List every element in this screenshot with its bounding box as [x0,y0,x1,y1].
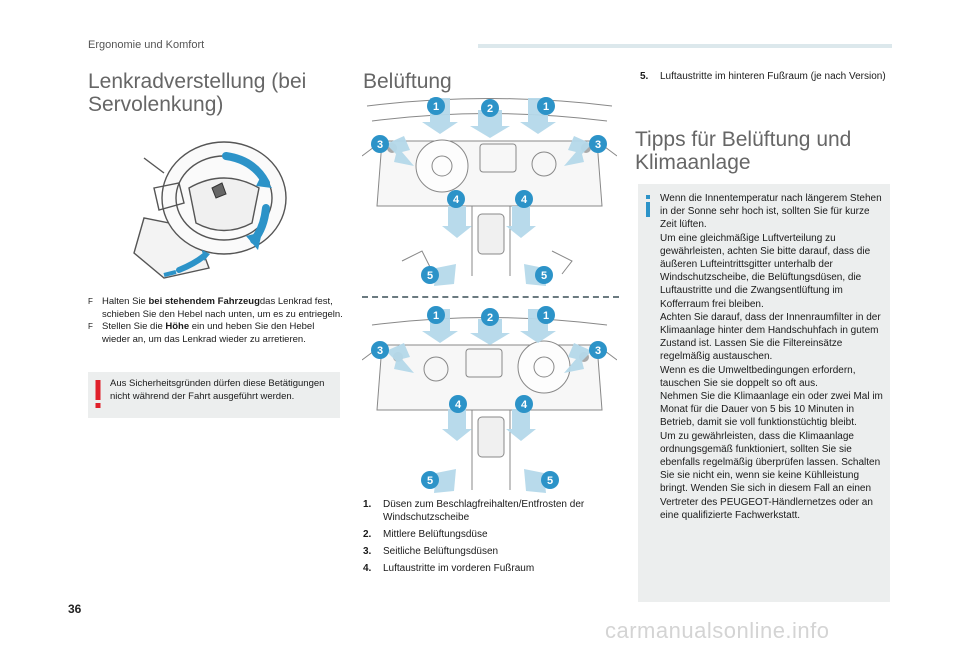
callout-1-left: 1 [433,101,439,113]
instruction-step-2: F Stellen Sie die Höhe ein und heben Sie… [88,321,315,345]
callout-3-left: 3 [377,139,383,151]
ventilation-diagram-bottom: 1 2 1 3 3 4 4 5 5 [362,306,617,493]
diagram-divider [362,296,619,298]
section-header-label: Ergonomie und Komfort [88,39,205,51]
callout-5-left: 5 [427,475,433,487]
callout-1-right: 1 [543,310,549,322]
callout-5-right: 5 [541,270,547,282]
tips-panel: Wenn die Innentemperatur nach längerem S… [638,184,890,602]
callout-1-right: 1 [543,101,549,113]
bullet-icon: F [88,322,93,331]
legend-item-2: 2.Mittlere Belüftungsdüse [363,529,488,540]
callout-3-left: 3 [377,345,383,357]
callout-5-left: 5 [427,270,433,282]
legend-item-1: 1.Düsen zum Beschlagfreihalten/Entfroste… [363,499,585,523]
legend-item-4: 4.Luftaustritte im vorderen Fußraum [363,563,535,574]
callout-5-right: 5 [547,475,553,487]
callout-3-right: 3 [595,345,601,357]
instruction-step-1: F Halten Sie bei stehendem Fahrzeugdas L… [88,296,343,320]
warning-text: Aus Sicherheitsgründen dürfen diese Betä… [110,378,325,402]
page-number: 36 [68,602,82,616]
callout-4-right: 4 [521,194,528,206]
info-icon [646,195,650,217]
ventilation-diagram-top: 1 2 1 3 3 4 4 5 5 [362,97,617,286]
callout-4-right: 4 [521,399,528,411]
ventilation-legend: 1.Düsen zum Beschlagfreihalten/Entfroste… [363,498,613,579]
steering-instructions: F Halten Sie bei stehendem Fahrzeugdas L… [88,296,344,346]
callout-2: 2 [487,103,493,115]
safety-warning-box: Aus Sicherheitsgründen dürfen diese Betä… [88,372,340,418]
callout-3-right: 3 [595,139,601,151]
legend-item-5: 5. Luftaustritte im hinteren Fußraum (je… [640,71,886,82]
header-rule [478,44,892,48]
tips-title: Tipps für Belüftung und Klimaanlage [635,128,852,174]
exclamation-icon [95,380,101,408]
tips-body: Wenn die Innentemperatur nach längerem S… [660,193,883,521]
callout-2: 2 [487,312,493,324]
callout-1-left: 1 [433,310,439,322]
legend-item-3: 3.Seitliche Belüftungsdüsen [363,546,499,557]
watermark: carmanualsonline.info [605,618,830,643]
callout-4-left: 4 [453,194,460,206]
steering-wheel-illustration [133,141,287,279]
ventilation-title: Belüftung [363,70,452,93]
bullet-icon: F [88,297,93,306]
steering-title: Lenkradverstellung (bei Servolenkung) [88,70,307,116]
callout-4-left: 4 [455,399,462,411]
